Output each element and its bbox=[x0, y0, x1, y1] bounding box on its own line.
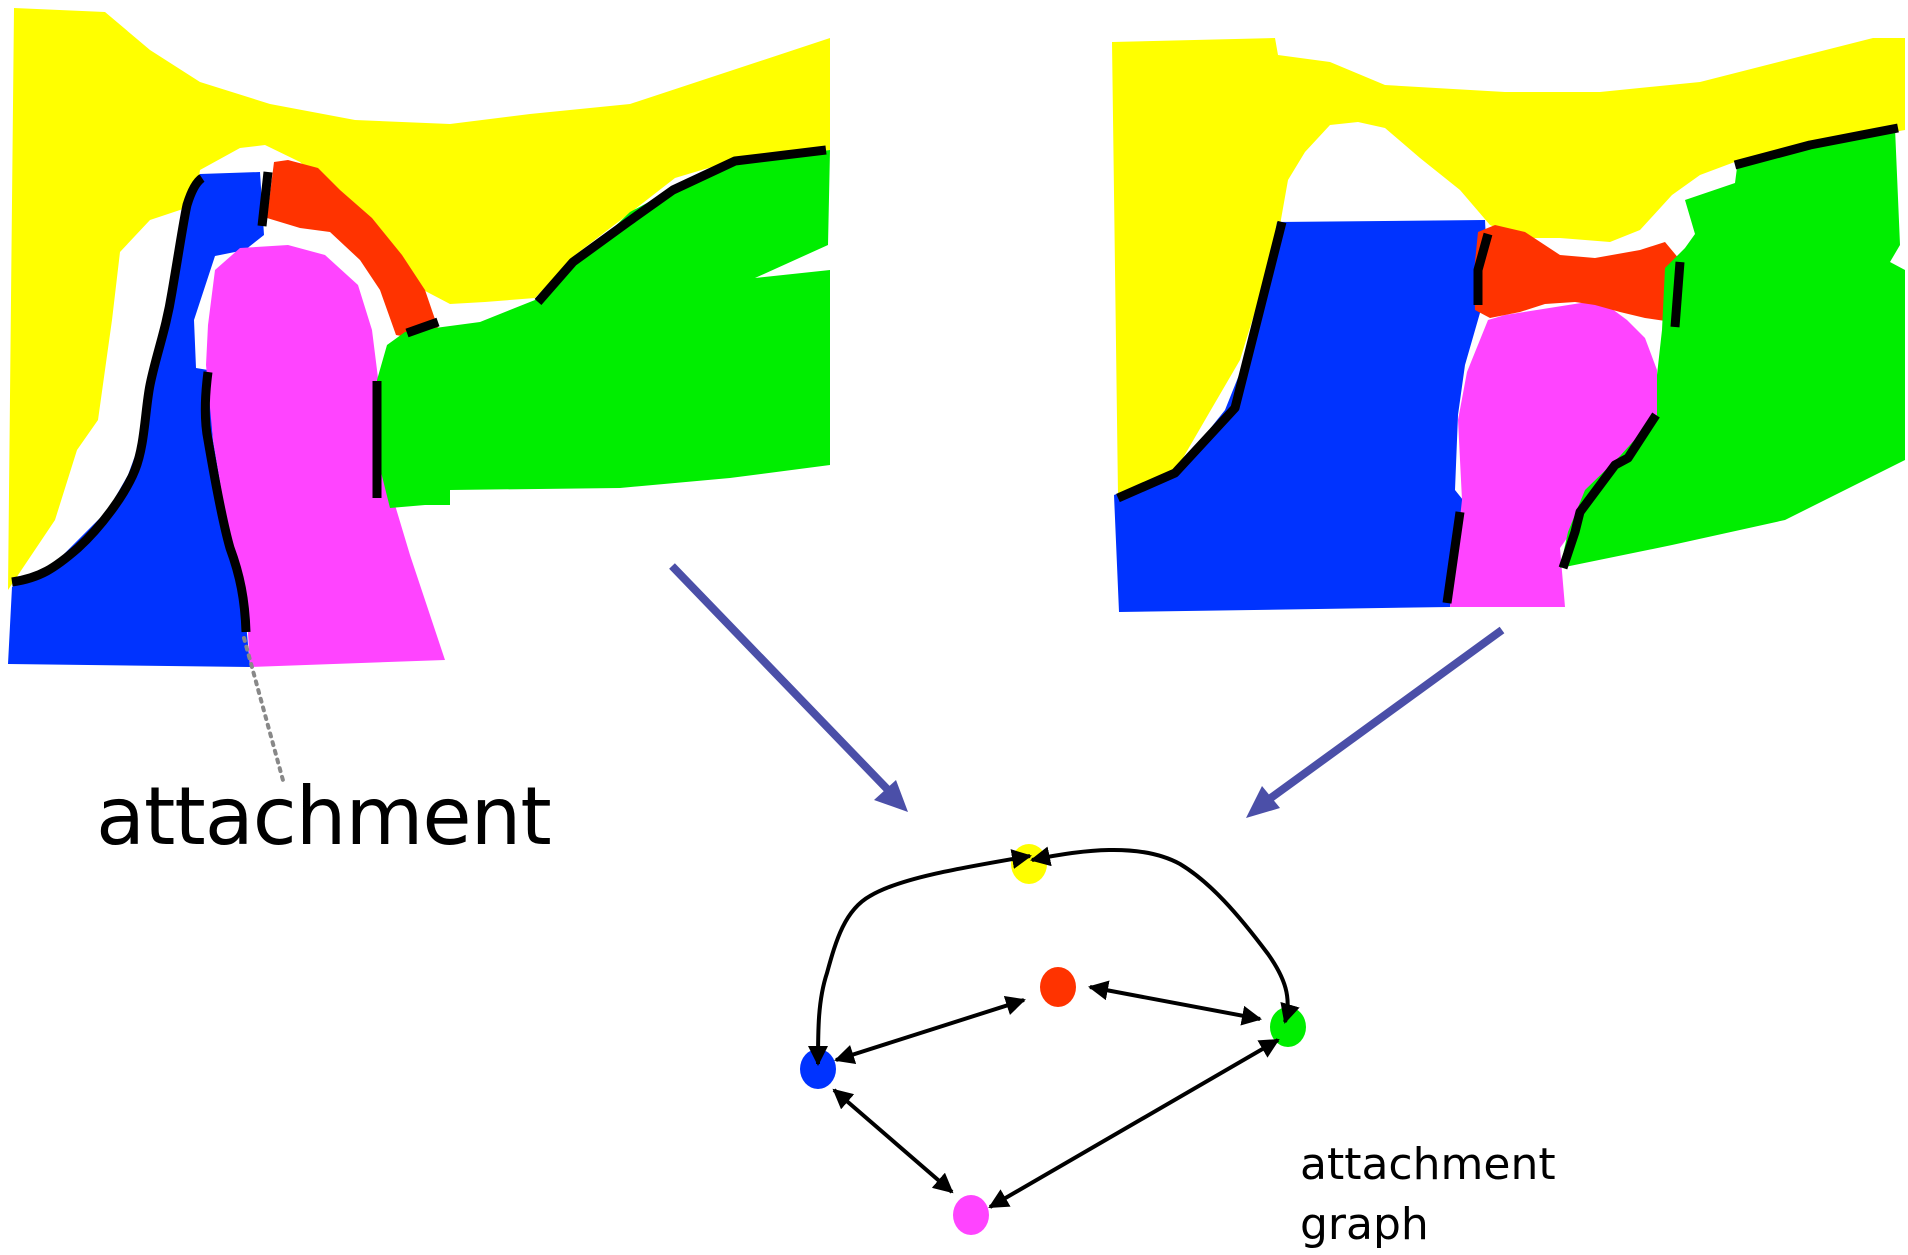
attachment-graph bbox=[800, 844, 1306, 1235]
right-blue-region bbox=[1114, 220, 1488, 612]
right-boundary-red-green bbox=[1670, 261, 1685, 328]
attachment-graph-label: attachment graph bbox=[1300, 1135, 1556, 1255]
left-yellow-region bbox=[8, 8, 830, 590]
graph-node-magenta bbox=[953, 1195, 989, 1235]
left-boundary-yellow-blue bbox=[11, 174, 205, 587]
attachment-graph-label-line2: graph bbox=[1300, 1199, 1429, 1250]
graph-edge-yellow-blue bbox=[808, 849, 1032, 1066]
graph-edge-magenta-green bbox=[988, 1038, 1280, 1209]
left-blue-region bbox=[8, 172, 264, 667]
graph-edge-blue-red bbox=[834, 995, 1026, 1065]
left-to-graph-arrow-head bbox=[874, 780, 908, 812]
left-boundary-red-yellow bbox=[405, 317, 440, 338]
left-attachment-leader bbox=[242, 636, 286, 786]
right-boundary-blue-red bbox=[1473, 232, 1493, 305]
left-green-region bbox=[377, 150, 830, 508]
right-boundary-yellow-blue bbox=[1116, 220, 1287, 503]
left-magenta-region bbox=[206, 245, 445, 667]
right-segmentation bbox=[1112, 38, 1905, 612]
graph-node-yellow bbox=[1011, 844, 1047, 884]
right-boundary-magenta-green bbox=[1558, 412, 1660, 570]
right-to-graph-arrow-shaft bbox=[1265, 626, 1505, 804]
left-boundary-blue-magenta bbox=[200, 371, 251, 633]
graph-edge-yellow-green bbox=[1030, 846, 1300, 1024]
left-red-region bbox=[267, 160, 438, 338]
left-boundary-red-blue bbox=[257, 171, 273, 227]
left-to-graph-arrow-shaft bbox=[669, 563, 893, 795]
right-magenta-region bbox=[1450, 300, 1657, 607]
attachment-label: attachment bbox=[96, 770, 552, 863]
right-to-graph-arrow-head bbox=[1246, 786, 1280, 818]
left-boundary-yellow-green bbox=[534, 145, 827, 305]
right-boundary-yellow-green bbox=[1733, 123, 1899, 170]
graph-edge-red-green bbox=[1088, 980, 1262, 1026]
right-red-region bbox=[1474, 225, 1680, 322]
attachment-graph-label-line1: attachment bbox=[1300, 1139, 1556, 1190]
mapping-arrows bbox=[669, 563, 1505, 818]
right-green-region bbox=[1560, 128, 1905, 568]
right-yellow-region bbox=[1112, 38, 1905, 495]
right-boundary-blue-magenta bbox=[1442, 511, 1465, 604]
left-segmentation bbox=[8, 8, 830, 786]
graph-node-red bbox=[1040, 967, 1076, 1007]
graph-edge-blue-magenta bbox=[832, 1088, 954, 1194]
